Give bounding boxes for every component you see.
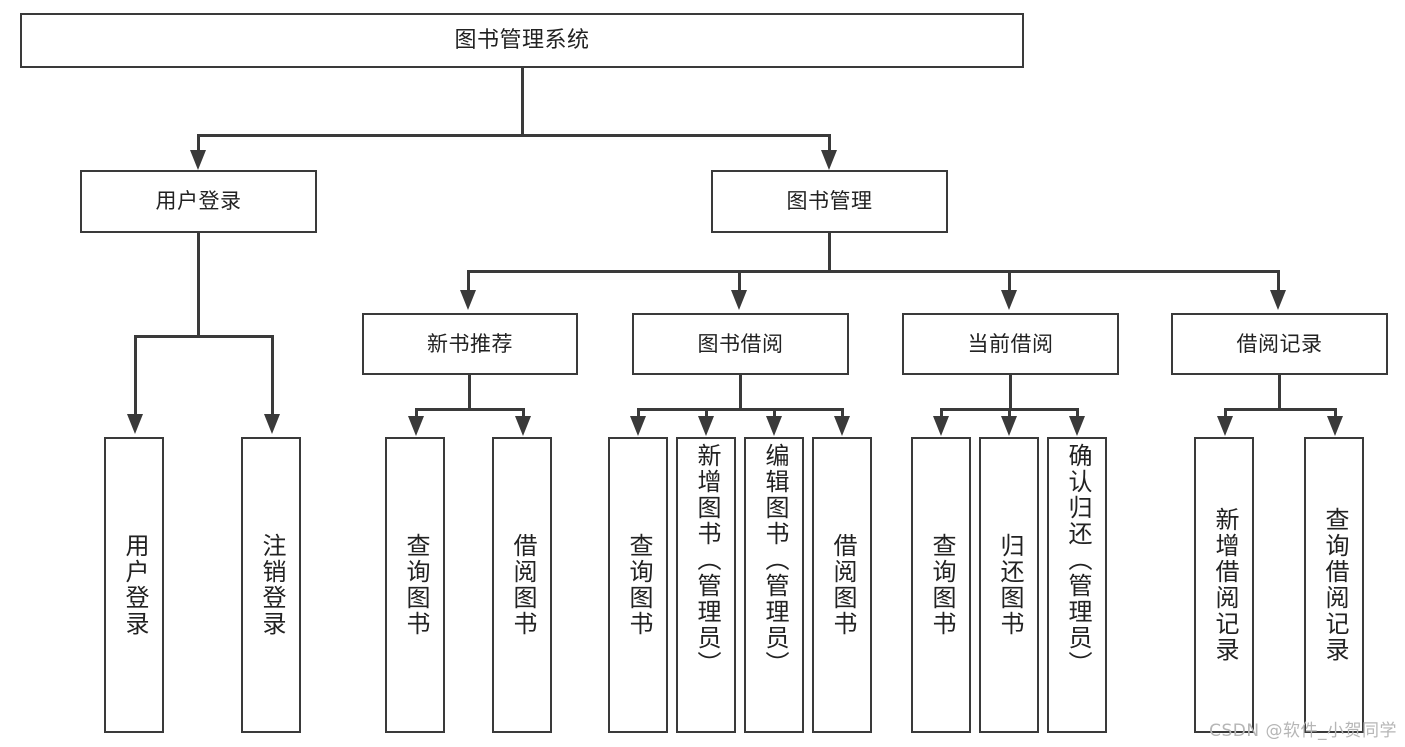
- node-label: 查询图书: [401, 533, 430, 637]
- connector-user-login-stem: [197, 233, 200, 335]
- node-book-borrow[interactable]: 图书借阅: [632, 313, 849, 375]
- arrow-bb-to-leaf-4: [834, 416, 850, 436]
- node-label: 当前借阅: [967, 331, 1054, 356]
- node-borrow-record[interactable]: 借阅记录: [1171, 313, 1388, 375]
- connector-user-login-to-leaf-2: [271, 335, 274, 420]
- connector-root-to-user-login: [197, 134, 200, 156]
- connector-root-bus: [197, 134, 831, 137]
- connector-br-to-leaf-1: [1224, 408, 1227, 422]
- node-current-borrow[interactable]: 当前借阅: [902, 313, 1119, 375]
- node-label: 确认归还（管理员）: [1063, 443, 1092, 677]
- connector-bb-to-leaf-2: [705, 408, 708, 422]
- connector-user-login-bus: [134, 335, 274, 338]
- arrow-br-to-leaf-1: [1217, 416, 1233, 436]
- arrow-bb-to-leaf-1: [630, 416, 646, 436]
- connector-root-to-book-management: [828, 134, 831, 156]
- connector-current-borrow-stem: [1009, 375, 1012, 408]
- leaf-user-login-logout[interactable]: 注销登录: [241, 437, 301, 733]
- leaf-current-borrow-return-book[interactable]: 归还图书: [979, 437, 1039, 733]
- leaf-new-book-borrow-book[interactable]: 借阅图书: [492, 437, 552, 733]
- node-label: 编辑图书（管理员）: [760, 443, 789, 677]
- connector-root-stem: [521, 68, 524, 134]
- arrow-bb-to-leaf-2: [698, 416, 714, 436]
- connector-br-to-leaf-2: [1334, 408, 1337, 422]
- arrow-br-to-leaf-2: [1327, 416, 1343, 436]
- connector-bm-to-borrow-record: [1277, 270, 1280, 296]
- connector-bb-to-leaf-4: [841, 408, 844, 422]
- arrow-new-book-to-leaf-2: [515, 416, 531, 436]
- leaf-current-borrow-query-book[interactable]: 查询图书: [911, 437, 971, 733]
- leaf-current-borrow-confirm-return-admin[interactable]: 确认归还（管理员）: [1047, 437, 1107, 733]
- node-label: 用户登录: [120, 533, 149, 637]
- connector-cb-to-leaf-2: [1008, 408, 1011, 422]
- node-label: 新增借阅记录: [1210, 507, 1239, 663]
- connector-bm-to-book-borrow: [738, 270, 741, 296]
- leaf-borrow-record-add-record[interactable]: 新增借阅记录: [1194, 437, 1254, 733]
- connector-bb-to-leaf-3: [773, 408, 776, 422]
- connector-book-borrow-stem: [739, 375, 742, 408]
- arrow-cb-to-leaf-1: [933, 416, 949, 436]
- arrow-user-login-to-leaf-2: [264, 414, 280, 434]
- arrow-cb-to-leaf-3: [1069, 416, 1085, 436]
- arrow-root-to-user-login: [190, 150, 206, 170]
- connector-new-book-to-leaf-2: [522, 408, 525, 422]
- leaf-user-login-login[interactable]: 用户登录: [104, 437, 164, 733]
- connector-bb-to-leaf-1: [637, 408, 640, 422]
- leaf-book-borrow-query-book[interactable]: 查询图书: [608, 437, 668, 733]
- node-label: 图书管理系统: [454, 27, 590, 53]
- arrow-bb-to-leaf-3: [766, 416, 782, 436]
- connector-borrow-record-stem: [1278, 375, 1281, 408]
- arrow-bm-to-new-book: [460, 290, 476, 310]
- connector-user-login-to-leaf-1: [134, 335, 137, 420]
- node-user-login[interactable]: 用户登录: [80, 170, 317, 233]
- connector-new-book-stem: [468, 375, 471, 408]
- connector-cb-to-leaf-1: [940, 408, 943, 422]
- connector-new-book-to-leaf-1: [415, 408, 418, 422]
- node-label: 借阅记录: [1236, 331, 1323, 356]
- node-label: 查询借阅记录: [1320, 507, 1349, 663]
- node-book-management[interactable]: 图书管理: [711, 170, 948, 233]
- node-label: 注销登录: [257, 533, 286, 637]
- connector-book-management-stem: [828, 233, 831, 270]
- connector-borrow-record-bus: [1224, 408, 1337, 411]
- node-root-book-management-system[interactable]: 图书管理系统: [20, 13, 1024, 68]
- connector-book-management-bus: [467, 270, 1280, 273]
- node-label: 图书管理: [786, 189, 873, 213]
- node-label: 借阅图书: [508, 533, 537, 637]
- node-label: 借阅图书: [828, 533, 857, 637]
- connector-bm-to-new-book: [467, 270, 470, 296]
- connector-new-book-bus: [415, 408, 525, 411]
- node-label: 查询图书: [927, 533, 956, 637]
- node-label: 归还图书: [995, 533, 1024, 637]
- connector-book-borrow-bus: [637, 408, 843, 411]
- arrow-user-login-to-leaf-1: [127, 414, 143, 434]
- arrow-bm-to-borrow-record: [1270, 290, 1286, 310]
- node-label: 新书推荐: [427, 331, 513, 356]
- node-label: 新增图书（管理员）: [692, 443, 721, 677]
- leaf-book-borrow-add-book-admin[interactable]: 新增图书（管理员）: [676, 437, 736, 733]
- connector-bm-to-current-borrow: [1008, 270, 1011, 296]
- node-new-book-recommend[interactable]: 新书推荐: [362, 313, 578, 375]
- node-label: 用户登录: [155, 189, 242, 213]
- leaf-book-borrow-borrow-book[interactable]: 借阅图书: [812, 437, 872, 733]
- leaf-borrow-record-query-record[interactable]: 查询借阅记录: [1304, 437, 1364, 733]
- arrow-bm-to-book-borrow: [731, 290, 747, 310]
- arrow-root-to-book-management: [821, 150, 837, 170]
- connector-cb-to-leaf-3: [1076, 408, 1079, 422]
- arrow-bm-to-current-borrow: [1001, 290, 1017, 310]
- node-label: 查询图书: [624, 533, 653, 637]
- watermark-text: CSDN @软件_小贺同学: [1209, 721, 1397, 741]
- leaf-book-borrow-edit-book-admin[interactable]: 编辑图书（管理员）: [744, 437, 804, 733]
- leaf-new-book-query-book[interactable]: 查询图书: [385, 437, 445, 733]
- node-label: 图书借阅: [697, 331, 784, 356]
- arrow-new-book-to-leaf-1: [408, 416, 424, 436]
- arrow-cb-to-leaf-2: [1001, 416, 1017, 436]
